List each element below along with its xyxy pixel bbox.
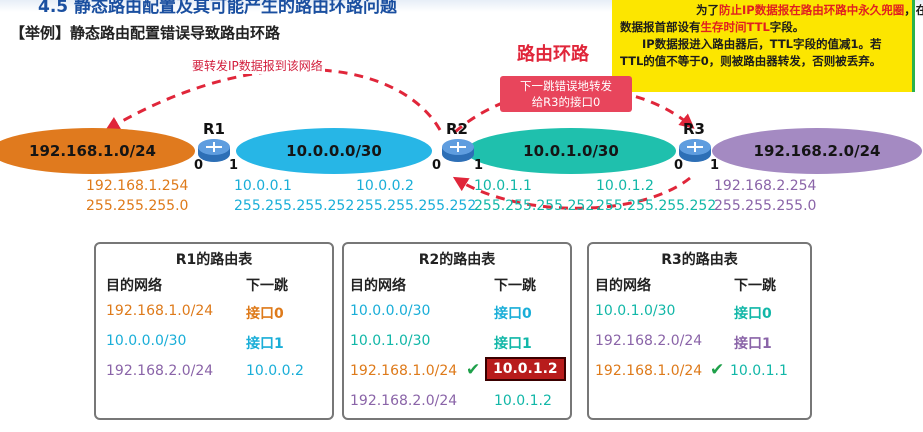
- network-10-0-1-0: 10.0.1.0/30: [466, 128, 676, 174]
- r3-port-1: 1: [710, 158, 720, 173]
- ttl-note-box: 为了防止IP数据报在路由环路中永久兜圈，在IP 数据报首部设有生存时间TTL字段…: [612, 0, 923, 92]
- page-title: 4.5 静态路由配置及其可能产生的路由环路问题: [38, 0, 398, 17]
- addr-r2-if0: 10.0.0.2 255.255.255.252: [356, 178, 477, 214]
- table-row-hop: 接口1: [246, 336, 284, 352]
- router-r3-icon: [679, 139, 711, 162]
- note-line-3: IP数据报进入路由器后，TTL字段的值减1。若: [642, 37, 882, 51]
- table-row-hop: 10.0.0.2: [246, 363, 304, 379]
- col-dest-header: 目的网络: [350, 278, 406, 294]
- table-row-dest: 10.0.1.0/30: [595, 303, 676, 319]
- table-row-dest: 192.168.2.0/24: [595, 333, 703, 349]
- network-10-0-0-0: 10.0.0.0/30: [236, 128, 432, 174]
- r2-port-0: 0: [432, 158, 442, 173]
- note-line-1: 为了防止IP数据报在路由环路中永久兜圈，在IP: [696, 3, 923, 17]
- addr-r2-if1: 10.0.1.1 255.255.255.252: [474, 178, 595, 214]
- table-row-dest: 192.168.2.0/24: [106, 363, 214, 379]
- col-hop-header: 下一跳: [734, 278, 776, 294]
- table-row-hop: 接口0: [246, 306, 284, 322]
- table-row-hop: 10.0.1.2: [494, 393, 552, 409]
- table-row-dest: 192.168.1.0/24: [350, 363, 458, 379]
- r1-port-1: 1: [229, 158, 239, 173]
- col-dest-header: 目的网络: [106, 278, 162, 294]
- table-row-dest: 192.168.1.0/24: [595, 363, 703, 379]
- loop-note-line-2: 给R3的接口0: [531, 95, 601, 109]
- addr-r3-if1: 192.168.2.254 255.255.255.0: [714, 178, 817, 214]
- forward-note: 要转发IP数据报到该网络: [190, 57, 325, 74]
- table-title: R3的路由表: [661, 252, 738, 268]
- router-r1-icon: [198, 139, 230, 162]
- table-row-dest: 192.168.1.0/24: [106, 303, 214, 319]
- table-row-hop: 接口1: [494, 336, 532, 352]
- table-row-hop: 接口0: [734, 306, 772, 322]
- table-row-hop: 接口0: [494, 306, 532, 322]
- routing-table-r1: R1的路由表 目的网络 下一跳 192.168.1.0/24 接口0 10.0.…: [94, 242, 334, 420]
- r2-port-1: 1: [474, 158, 484, 173]
- r3-port-0: 0: [674, 158, 684, 173]
- loop-note: 下一跳错误地转发 给R3的接口0: [500, 76, 632, 112]
- network-192-168-2-0: 192.168.2.0/24: [712, 128, 922, 174]
- check-icon: ✔: [710, 360, 725, 380]
- addr-r3-if0: 10.0.1.2 255.255.255.252: [596, 178, 717, 214]
- router-r1-label: R1: [203, 120, 225, 138]
- forward-arrow: [104, 68, 442, 132]
- r1-port-0: 0: [194, 158, 204, 173]
- addr-r1-if1: 10.0.0.1 255.255.255.252: [234, 178, 355, 214]
- table-row-hop: 接口1: [734, 336, 772, 352]
- note-line-4: TTL的值不等于0，则被路由器转发，否则被丢弃。: [620, 54, 882, 68]
- check-icon: ✔: [466, 360, 481, 380]
- router-r3-label: R3: [683, 120, 705, 138]
- table-row-dest: 192.168.2.0/24: [350, 393, 458, 409]
- example-subtitle: 【举例】静态路由配置错误导致路由环路: [10, 24, 281, 42]
- table-title: R1的路由表: [175, 252, 253, 268]
- addr-r1-if0: 192.168.1.254 255.255.255.0: [86, 178, 189, 214]
- router-r2-icon: [442, 139, 474, 162]
- network-192-168-1-0: 192.168.1.0/24: [0, 128, 195, 174]
- table-row-dest: 10.0.1.0/30: [350, 333, 431, 349]
- routing-table-r3: R3的路由表 目的网络 下一跳 10.0.1.0/30 接口0 192.168.…: [587, 242, 812, 420]
- loop-title: 路由环路: [517, 44, 589, 65]
- table-row-hop: 10.0.1.1: [730, 363, 788, 379]
- table-row-dest: 10.0.0.0/30: [106, 333, 187, 349]
- col-hop-header: 下一跳: [494, 278, 536, 294]
- wrong-next-hop: 10.0.1.2: [485, 357, 566, 381]
- table-title: R2的路由表: [418, 252, 496, 268]
- note-line-2: 数据报首部设有生存时间TTL字段。: [620, 20, 805, 34]
- loop-note-line-1: 下一跳错误地转发: [520, 79, 612, 93]
- loop-arrow-bottom: [452, 176, 691, 210]
- router-r2-label: R2: [446, 120, 468, 138]
- routing-table-r2: R2的路由表 目的网络 下一跳 10.0.0.0/30 接口0 10.0.1.0…: [342, 242, 572, 420]
- col-dest-header: 目的网络: [595, 278, 651, 294]
- table-row-dest: 10.0.0.0/30: [350, 303, 431, 319]
- col-hop-header: 下一跳: [246, 278, 288, 294]
